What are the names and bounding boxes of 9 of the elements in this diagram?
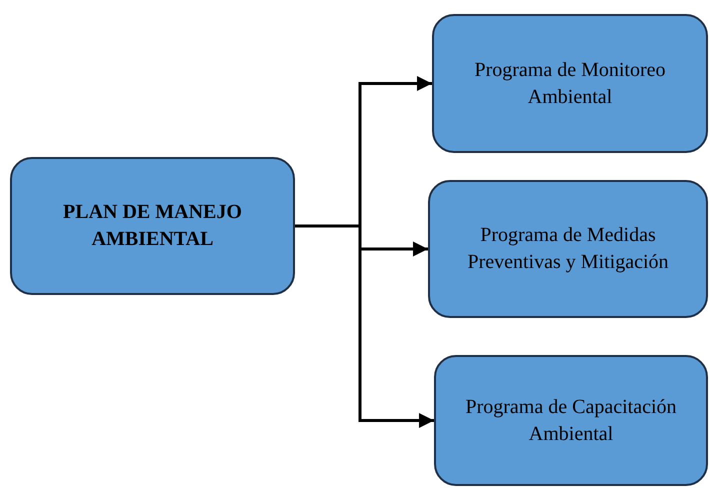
- process-box: [10, 157, 295, 295]
- node-label: Programa de Capacitación Ambiental: [464, 394, 678, 446]
- process-box: [428, 180, 708, 318]
- process-box: [434, 355, 708, 486]
- node-title: PLAN DE MANEJO AMBIENTAL: [62, 200, 243, 252]
- node-label: Programa de Medidas Preventivas y Mitigación: [466, 223, 670, 275]
- node-label: Programa de Monitoreo Ambiental: [473, 58, 667, 110]
- process-box: [432, 14, 708, 153]
- arrow: [295, 224, 434, 428]
